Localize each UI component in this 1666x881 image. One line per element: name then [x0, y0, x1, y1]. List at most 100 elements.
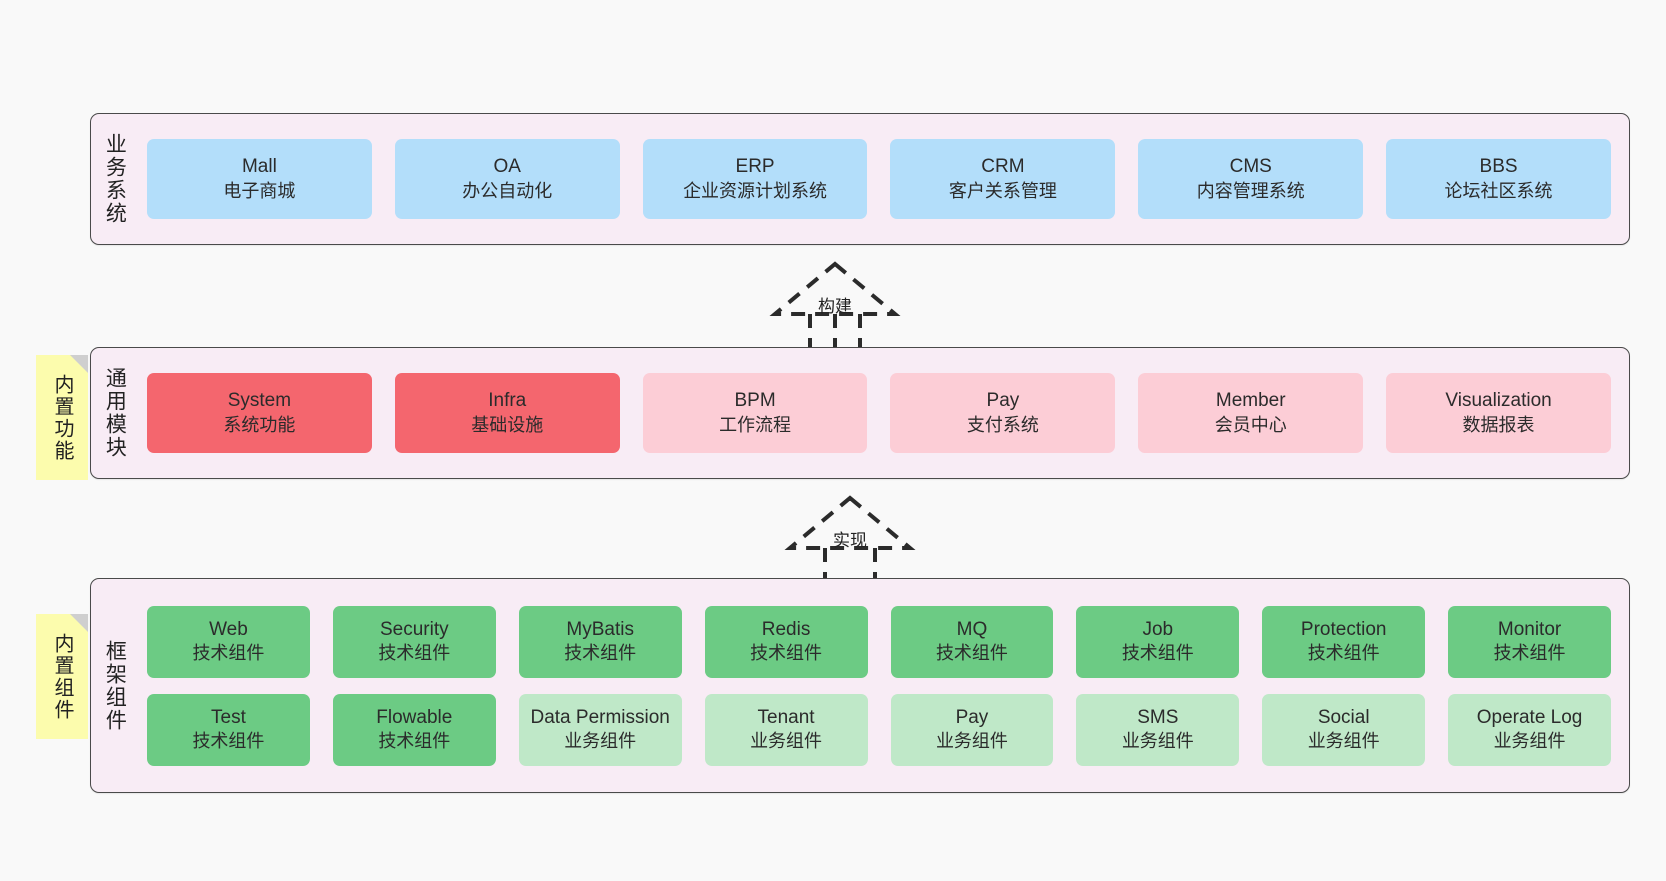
- card-redis[interactable]: Redis 技术组件: [704, 605, 868, 678]
- card-title-en: CRM: [981, 156, 1025, 178]
- card-title-cn: 会员中心: [1214, 414, 1287, 435]
- layer-common-module: 通用模块 System 系统功能 Infra 基础设施 BPM 工作流程 Pay…: [90, 347, 1630, 479]
- card-mybatis[interactable]: MyBatis 技术组件: [518, 605, 682, 678]
- card-oa[interactable]: OA 办公自动化: [394, 139, 620, 219]
- card-title-cn: 业务组件: [750, 731, 823, 752]
- card-job[interactable]: Job 技术组件: [1076, 605, 1240, 678]
- card-protection[interactable]: Protection 技术组件: [1262, 605, 1426, 678]
- card-title-en: System: [227, 390, 292, 412]
- card-title-en: Monitor: [1497, 618, 1562, 640]
- card-title-en: Member: [1215, 390, 1286, 412]
- card-monitor[interactable]: Monitor 技术组件: [1448, 605, 1611, 678]
- note-fold-corner-icon: [70, 614, 88, 632]
- card-title-cn: 技术组件: [192, 731, 265, 752]
- card-title-en: ERP: [735, 156, 775, 178]
- card-title-cn: 技术组件: [378, 643, 451, 664]
- card-title-en: Web: [209, 618, 248, 640]
- note-builtin-function: 内置功能: [36, 355, 88, 480]
- card-test[interactable]: Test 技术组件: [147, 693, 310, 766]
- connector-label-build: 构建: [818, 297, 852, 316]
- card-title-en: Pay: [986, 390, 1020, 412]
- card-title-en: Test: [211, 706, 246, 728]
- card-title-cn: 内容管理系统: [1196, 180, 1305, 201]
- card-title-cn: 系统功能: [223, 414, 296, 435]
- card-title-cn: 技术组件: [564, 643, 637, 664]
- card-title-en: Mall: [241, 156, 277, 178]
- card-social[interactable]: Social 业务组件: [1262, 693, 1426, 766]
- card-tenant[interactable]: Tenant 业务组件: [704, 693, 868, 766]
- card-member[interactable]: Member 会员中心: [1138, 373, 1364, 453]
- card-title-cn: 技术组件: [935, 643, 1008, 664]
- card-title-en: SMS: [1137, 706, 1179, 728]
- card-sms[interactable]: SMS 业务组件: [1076, 693, 1240, 766]
- card-title-en: Job: [1142, 618, 1174, 640]
- card-title-en: CMS: [1229, 156, 1272, 178]
- card-title-cn: 技术组件: [378, 731, 451, 752]
- card-title-cn: 企业资源计划系统: [683, 180, 828, 201]
- card-bbs[interactable]: BBS 论坛社区系统: [1386, 139, 1611, 219]
- connector-build: 构建: [740, 252, 930, 360]
- layer-framework-component: 框架组件 Web 技术组件 Security 技术组件 MyBatis 技术组件…: [90, 578, 1630, 793]
- card-title-en: Protection: [1300, 618, 1387, 640]
- card-title-en: Redis: [761, 618, 811, 640]
- card-title-cn: 业务组件: [935, 731, 1008, 752]
- card-pay[interactable]: Pay 支付系统: [890, 373, 1116, 453]
- card-title-cn: 客户关系管理: [948, 180, 1057, 201]
- card-title-cn: 技术组件: [1493, 643, 1566, 664]
- card-title-en: BBS: [1479, 156, 1518, 178]
- card-mq[interactable]: MQ 技术组件: [890, 605, 1054, 678]
- connector-label-implement: 实现: [833, 531, 867, 550]
- card-title-cn: 技术组件: [1121, 643, 1194, 664]
- card-title-cn: 办公自动化: [462, 180, 553, 201]
- layer-title-business-system: 业务系统: [103, 133, 127, 225]
- card-title-cn: 业务组件: [1121, 731, 1194, 752]
- card-title-cn: 基础设施: [471, 414, 544, 435]
- card-title-cn: 技术组件: [1307, 643, 1380, 664]
- layer-title-common-module: 通用模块: [103, 367, 127, 459]
- card-web[interactable]: Web 技术组件: [147, 605, 310, 678]
- card-bpm[interactable]: BPM 工作流程: [642, 373, 868, 453]
- card-title-en: Flowable: [376, 706, 453, 728]
- framework-row-technical: Web 技术组件 Security 技术组件 MyBatis 技术组件 Redi…: [147, 605, 1611, 678]
- card-title-cn: 论坛社区系统: [1444, 180, 1553, 201]
- card-security[interactable]: Security 技术组件: [332, 605, 496, 678]
- framework-row-business: Test 技术组件 Flowable 技术组件 Data Permission …: [147, 693, 1611, 766]
- card-title-en: MyBatis: [566, 618, 634, 640]
- layer-body-framework-component: Web 技术组件 Security 技术组件 MyBatis 技术组件 Redi…: [137, 579, 1629, 792]
- card-system[interactable]: System 系统功能: [147, 373, 372, 453]
- card-operate-log[interactable]: Operate Log 业务组件: [1448, 693, 1611, 766]
- card-flowable[interactable]: Flowable 技术组件: [332, 693, 496, 766]
- card-mall[interactable]: Mall 电子商城: [147, 139, 372, 219]
- card-title-en: Tenant: [757, 706, 815, 728]
- layer-body-business-system: Mall 电子商城 OA 办公自动化 ERP 企业资源计划系统 CRM 客户关系…: [137, 114, 1629, 244]
- card-infra[interactable]: Infra 基础设施: [394, 373, 620, 453]
- card-cms[interactable]: CMS 内容管理系统: [1138, 139, 1364, 219]
- card-title-en: Social: [1317, 706, 1370, 728]
- card-title-en: Security: [379, 618, 449, 640]
- card-crm[interactable]: CRM 客户关系管理: [890, 139, 1116, 219]
- card-erp[interactable]: ERP 企业资源计划系统: [642, 139, 868, 219]
- layer-title-framework-component: 框架组件: [103, 639, 127, 732]
- card-data-permission[interactable]: Data Permission 业务组件: [518, 693, 682, 766]
- card-title-en: MQ: [956, 618, 988, 640]
- note-label: 内置功能: [51, 373, 73, 462]
- card-title-en: Operate Log: [1476, 706, 1583, 728]
- card-title-en: Data Permission: [530, 706, 670, 728]
- card-title-cn: 业务组件: [1307, 731, 1380, 752]
- card-visualization[interactable]: Visualization 数据报表: [1386, 373, 1611, 453]
- card-pay-business[interactable]: Pay 业务组件: [890, 693, 1054, 766]
- card-title-en: Pay: [955, 706, 989, 728]
- card-title-en: Visualization: [1445, 390, 1552, 412]
- card-title-cn: 技术组件: [192, 643, 265, 664]
- card-title-en: BPM: [734, 390, 776, 412]
- layer-business-system: 业务系统 Mall 电子商城 OA 办公自动化 ERP 企业资源计划系统 CRM…: [90, 113, 1630, 245]
- card-title-cn: 业务组件: [1493, 731, 1566, 752]
- card-title-cn: 技术组件: [750, 643, 823, 664]
- note-label: 内置组件: [51, 632, 73, 721]
- note-fold-corner-icon: [70, 355, 88, 373]
- card-title-cn: 数据报表: [1462, 414, 1535, 435]
- card-title-cn: 工作流程: [719, 414, 792, 435]
- card-title-en: OA: [493, 156, 521, 178]
- layer-body-common-module: System 系统功能 Infra 基础设施 BPM 工作流程 Pay 支付系统…: [137, 348, 1629, 478]
